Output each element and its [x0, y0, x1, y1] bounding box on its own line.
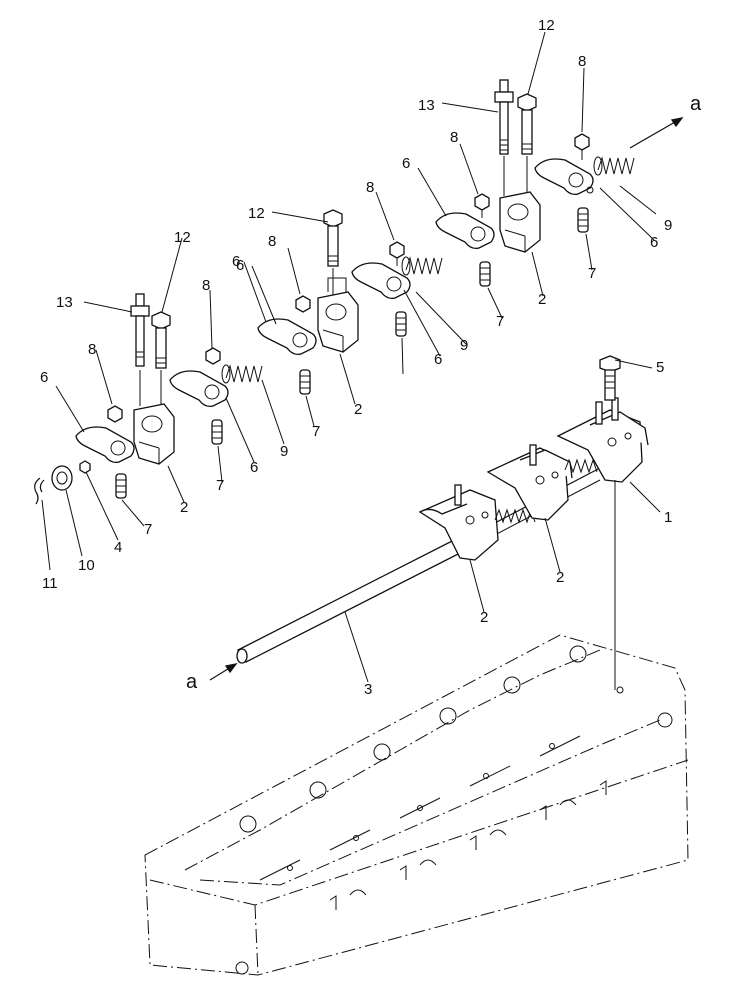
label-6: 6	[434, 351, 442, 368]
assembled-bracket-left	[418, 484, 499, 561]
spring-9-middle	[401, 256, 443, 276]
label-11: 11	[42, 575, 58, 592]
bracket-2-middle	[317, 277, 359, 353]
bolt-12-right	[517, 93, 537, 155]
assembled-bracket-middle	[486, 444, 573, 521]
washer-10	[51, 465, 73, 491]
pin-7-middle	[395, 311, 407, 337]
bolt-12-left	[151, 311, 171, 369]
label-6: 6	[402, 155, 410, 172]
nut-8-middle-right	[474, 193, 490, 218]
assembled-spring-right	[564, 458, 598, 474]
rocker-arm-6-left-right	[257, 318, 317, 356]
label-9: 9	[280, 443, 288, 460]
bolt-5	[599, 355, 653, 401]
rocker-arm-6-left	[75, 426, 135, 464]
label-13: 13	[418, 97, 435, 114]
arrow-a-right	[629, 117, 684, 149]
bolt-13-left	[130, 293, 150, 367]
nut-8-left-b	[205, 347, 221, 365]
bolt-12-middle	[323, 209, 343, 296]
nut-8-left-a	[107, 405, 123, 423]
label-2: 2	[354, 401, 362, 418]
pin-7-left-b	[211, 419, 223, 445]
rocker-arm-6-middle	[351, 262, 411, 300]
label-7: 7	[496, 313, 504, 330]
label-a: a	[690, 93, 702, 115]
arrow-a-left	[209, 663, 238, 681]
bolt-13-right	[494, 79, 514, 155]
pin-7-middle-right	[479, 261, 491, 287]
label-2: 2	[538, 291, 546, 308]
assembled-spring-left	[494, 508, 536, 524]
label-1: 1	[664, 509, 672, 526]
label-12: 12	[248, 205, 265, 222]
leader-lines	[41, 31, 661, 683]
bracket-2-right	[499, 191, 541, 253]
rocker-arm-6-right	[534, 158, 594, 196]
spring-9-right	[593, 156, 635, 176]
nut-8-left-c	[295, 295, 311, 313]
label-2: 2	[480, 609, 488, 626]
label-6: 6	[232, 253, 240, 270]
label-6: 6	[250, 459, 258, 476]
leader-bolts-left	[139, 370, 162, 406]
label-9: 9	[460, 337, 468, 354]
label-9: 9	[664, 217, 672, 234]
label-13: 13	[56, 294, 73, 311]
spring-9-left	[221, 364, 263, 384]
label-5: 5	[656, 359, 664, 376]
label-6: 6	[650, 234, 658, 251]
label-3: 3	[364, 681, 372, 698]
pin-7-right	[577, 207, 589, 233]
nut-8-middle	[389, 241, 405, 266]
label-8: 8	[268, 233, 276, 250]
label-8: 8	[366, 179, 374, 196]
label-8: 8	[450, 129, 458, 146]
label-7: 7	[588, 265, 596, 282]
bracket-2-left	[133, 403, 175, 465]
rocker-arm-6-middle-right	[435, 212, 495, 250]
label-6: 6	[236, 257, 244, 274]
nut-8-right	[574, 133, 590, 160]
label-8: 8	[88, 341, 96, 358]
rocker-arm-6-left-mid	[169, 370, 229, 408]
label-6: 6	[40, 369, 48, 386]
leader-bolts-right	[503, 156, 528, 196]
label-2: 2	[556, 569, 564, 586]
clip-11	[34, 477, 45, 505]
callout-labels: 12 8 13 a 8 6 8 9 6 7 2 12 8 6 9 7 6 2 1…	[40, 17, 702, 698]
label-8: 8	[578, 53, 586, 70]
label-8: 8	[202, 277, 210, 294]
nut-4	[79, 460, 91, 474]
label-7: 7	[216, 477, 224, 494]
label-4: 4	[114, 539, 122, 556]
label-7: 7	[312, 423, 320, 440]
pin-7-left-c	[299, 369, 311, 395]
label-7: 7	[144, 521, 152, 538]
label-12: 12	[174, 229, 191, 246]
cylinder-head	[144, 634, 689, 976]
label-a: a	[186, 671, 198, 693]
label-12: 12	[538, 17, 555, 34]
label-2: 2	[180, 499, 188, 516]
assembled-bracket-right	[556, 397, 649, 483]
pin-7-left-a	[115, 473, 127, 499]
label-10: 10	[78, 557, 95, 574]
